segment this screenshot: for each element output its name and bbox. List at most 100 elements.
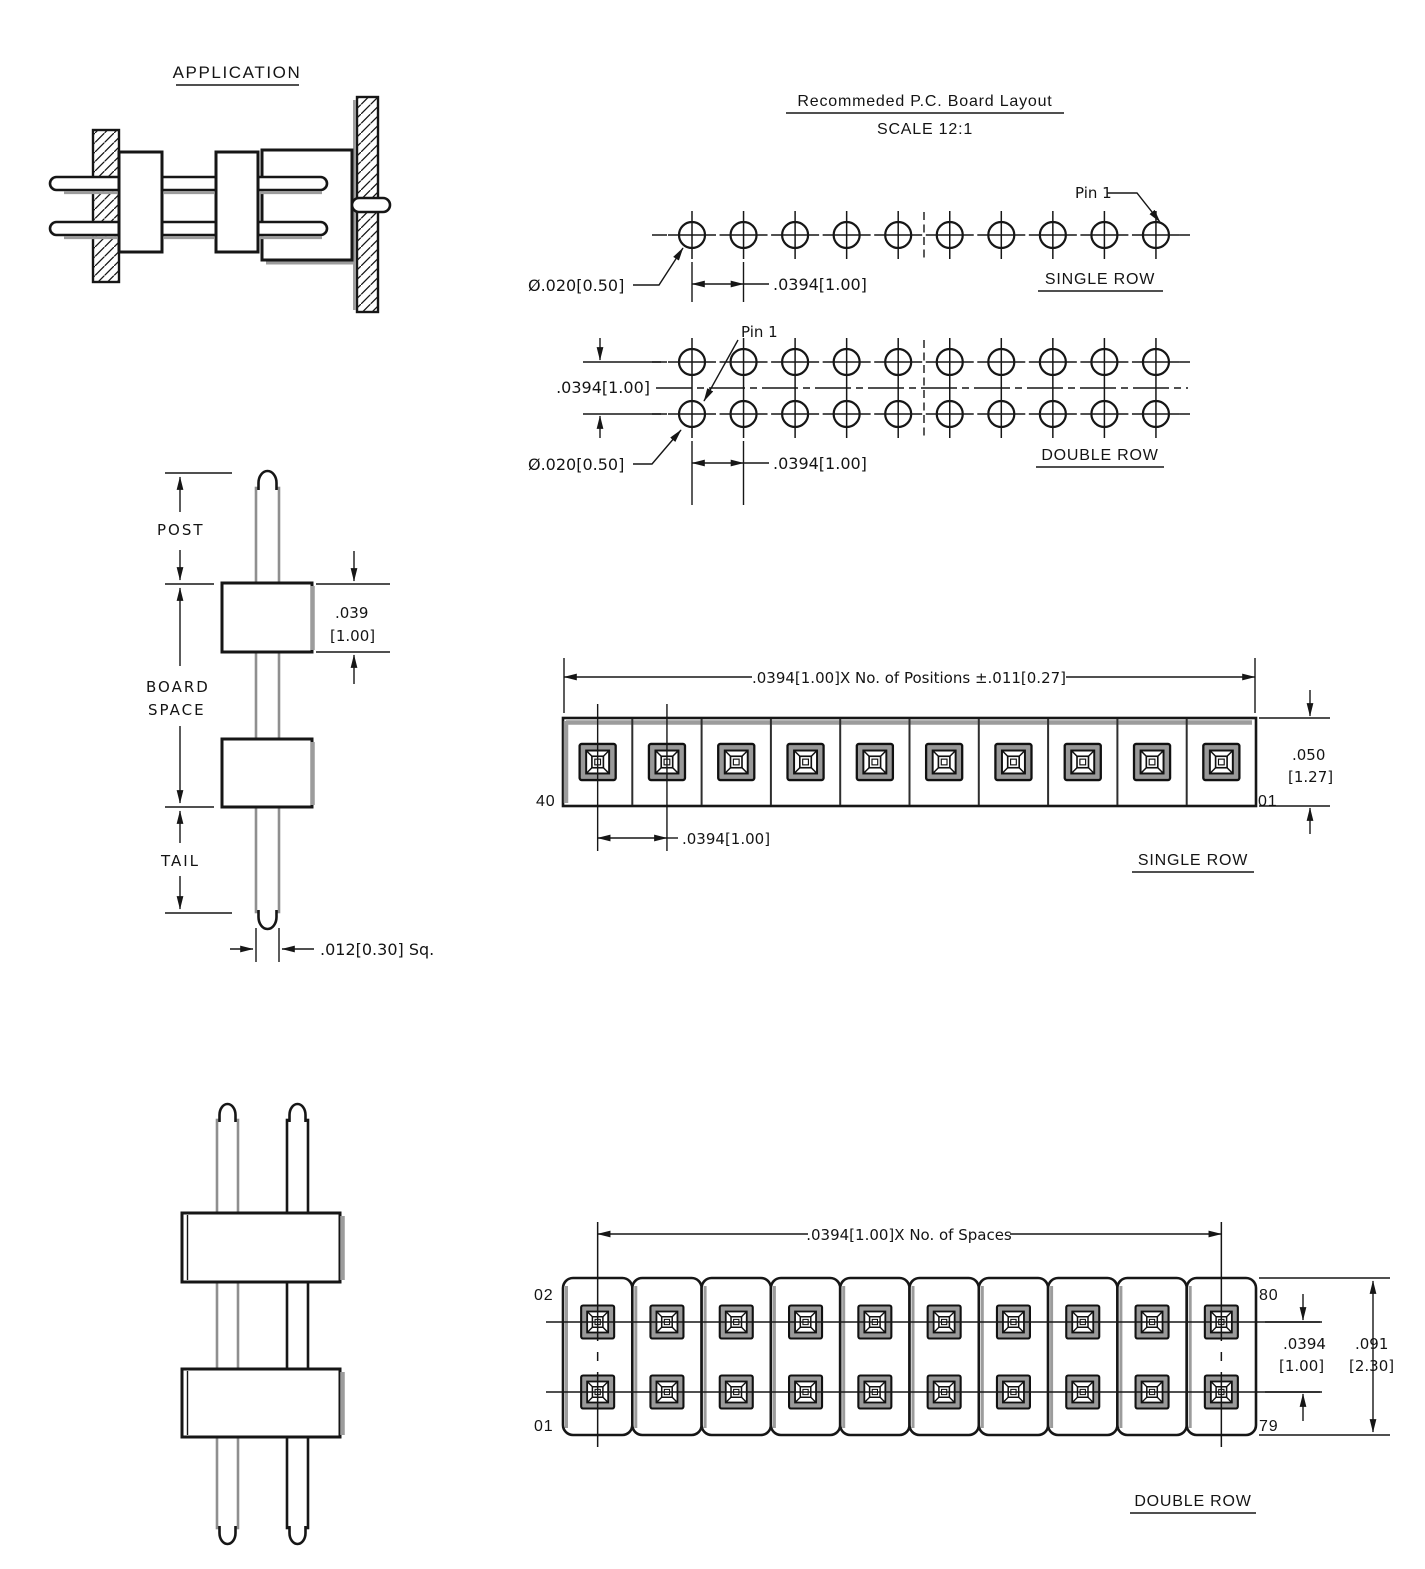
pin-top	[48, 175, 329, 192]
insulator-height-dim: .039 [1.00]	[316, 551, 390, 684]
insulator-2	[214, 150, 260, 254]
height-mm: [1.27]	[1288, 768, 1333, 786]
position-right: 01	[1258, 793, 1277, 810]
insulator-lower	[220, 737, 314, 809]
row-pitch-mm: [1.00]	[1279, 1357, 1324, 1375]
row-pitch-in: .0394	[1283, 1335, 1326, 1353]
receptacle-housing	[260, 148, 354, 262]
pitch-dim-single: .0394[1.00]	[691, 262, 867, 302]
pitch-label: .0394[1.00]	[682, 830, 770, 848]
hole	[1141, 347, 1171, 377]
double-row-caption: DOUBLE ROW	[1041, 447, 1158, 464]
tail-square-label: .012[0.30] Sq.	[320, 940, 434, 959]
single-row-view-caption: SINGLE ROW	[1138, 852, 1248, 869]
pcb-single-row: Pin 1 Ø.020[0.50] .0394[1.00] SINGLE ROW	[528, 184, 1190, 302]
overall-dim-label: .0394[1.00]X No. of Positions ±.011[0.27…	[752, 669, 1066, 687]
position-top-right: 80	[1259, 1287, 1278, 1304]
pin-square	[994, 742, 1033, 782]
cell	[838, 1276, 911, 1437]
pin-detail-view: POST BOARD SPACE TAIL .039 [1.00]	[146, 469, 434, 962]
cell	[908, 1276, 981, 1437]
hole	[729, 347, 758, 377]
hole	[1038, 399, 1067, 429]
height-in: .091	[1355, 1335, 1388, 1353]
hole	[884, 399, 913, 429]
pin-square	[924, 742, 964, 782]
hole	[935, 399, 964, 429]
hole	[1141, 399, 1171, 429]
double-row-view-caption: DOUBLE ROW	[1134, 1493, 1251, 1510]
pin-square	[1063, 742, 1102, 782]
position-left: 40	[536, 793, 555, 810]
single-row-pitch-dim: .0394[1.00]	[596, 704, 770, 851]
double-row-centerlines	[546, 1222, 1320, 1447]
cell	[700, 1276, 773, 1437]
board-space-label-1: BOARD	[146, 678, 210, 696]
pitch-label: .0394[1.00]	[773, 454, 867, 473]
pin-square	[1202, 742, 1241, 782]
pin1-label: Pin 1	[1075, 184, 1112, 202]
overall-dim-label: .0394[1.00]X No. of Spaces	[806, 1226, 1012, 1244]
pin-square	[786, 742, 825, 782]
cell	[630, 1276, 703, 1437]
hole	[677, 347, 707, 377]
pin-shaft	[254, 469, 281, 931]
pin1-callout-double: Pin 1	[703, 323, 778, 402]
pin1-callout-single: Pin 1	[1075, 184, 1161, 223]
application-view: APPLICATION	[48, 63, 392, 314]
hole	[935, 347, 964, 377]
single-row-cells	[578, 719, 1241, 805]
pin-tip	[218, 1526, 237, 1546]
pcb-double-row-holes	[668, 338, 1180, 438]
insulator-1	[117, 150, 164, 254]
pitch-dim-double: .0394[1.00]	[691, 441, 867, 505]
cell	[1116, 1276, 1189, 1437]
hole	[832, 347, 861, 377]
double-row-connector-view: .0394[1.00]X No. of Spaces 02 80 01 79 .…	[534, 1222, 1394, 1514]
single-row-overall-dim: .0394[1.00]X No. of Positions ±.011[0.27…	[563, 658, 1256, 713]
pin-square	[855, 742, 895, 782]
hole	[832, 399, 861, 429]
pin-square	[717, 742, 756, 782]
position-bottom-left: 01	[534, 1418, 553, 1435]
tail-dim: TAIL	[160, 810, 232, 914]
tail-square-dim: .012[0.30] Sq.	[230, 928, 434, 962]
position-top-left: 02	[534, 1287, 553, 1304]
hole	[1038, 347, 1067, 377]
pin-tip	[288, 1102, 307, 1122]
pcb-layout-title: Recommeded P.C. Board Layout	[797, 93, 1052, 110]
pin-tail-tip	[257, 910, 278, 931]
row-pitch-label: .0394[1.00]	[556, 378, 650, 397]
height-mm: [2.30]	[1349, 1357, 1394, 1375]
pcb-layout-scale: SCALE 12:1	[877, 121, 973, 138]
double-row-right-dims: .0394 [1.00] .091 [2.30]	[1259, 1277, 1394, 1436]
application-insulators	[117, 150, 354, 265]
cell	[977, 1276, 1050, 1437]
pin-square	[1132, 742, 1172, 782]
insulator-height-mm: [1.00]	[330, 627, 375, 645]
height-in: .050	[1292, 746, 1325, 764]
insulator-height-in: .039	[335, 604, 368, 622]
hole	[780, 347, 810, 377]
hole	[987, 347, 1016, 377]
insulator-upper	[180, 1211, 342, 1284]
double-row-cells	[561, 1276, 1258, 1437]
tail-label: TAIL	[160, 852, 200, 870]
hole	[987, 399, 1016, 429]
pcb-double-row: .0394[1.00] Pin 1 Ø.020[0.50] .0394[1.00…	[528, 323, 1190, 505]
hole	[780, 399, 810, 429]
hole	[729, 399, 758, 429]
single-row-caption: SINGLE ROW	[1045, 271, 1155, 288]
pin-bottom	[48, 220, 329, 237]
insulator-lower	[180, 1367, 342, 1439]
pin-tip-through-board	[350, 196, 392, 214]
single-row-height-dim: .050 [1.27]	[1259, 690, 1333, 834]
hole-dia-callout-double: Ø.020[0.50]	[528, 429, 682, 474]
board-space-dim: BOARD SPACE	[146, 587, 214, 808]
hole-dia-callout-single: Ø.020[0.50]	[528, 247, 684, 295]
pcb-layout: Recommeded P.C. Board Layout SCALE 12:1 …	[528, 93, 1190, 505]
application-title: APPLICATION	[173, 63, 302, 82]
left-board	[91, 128, 121, 284]
